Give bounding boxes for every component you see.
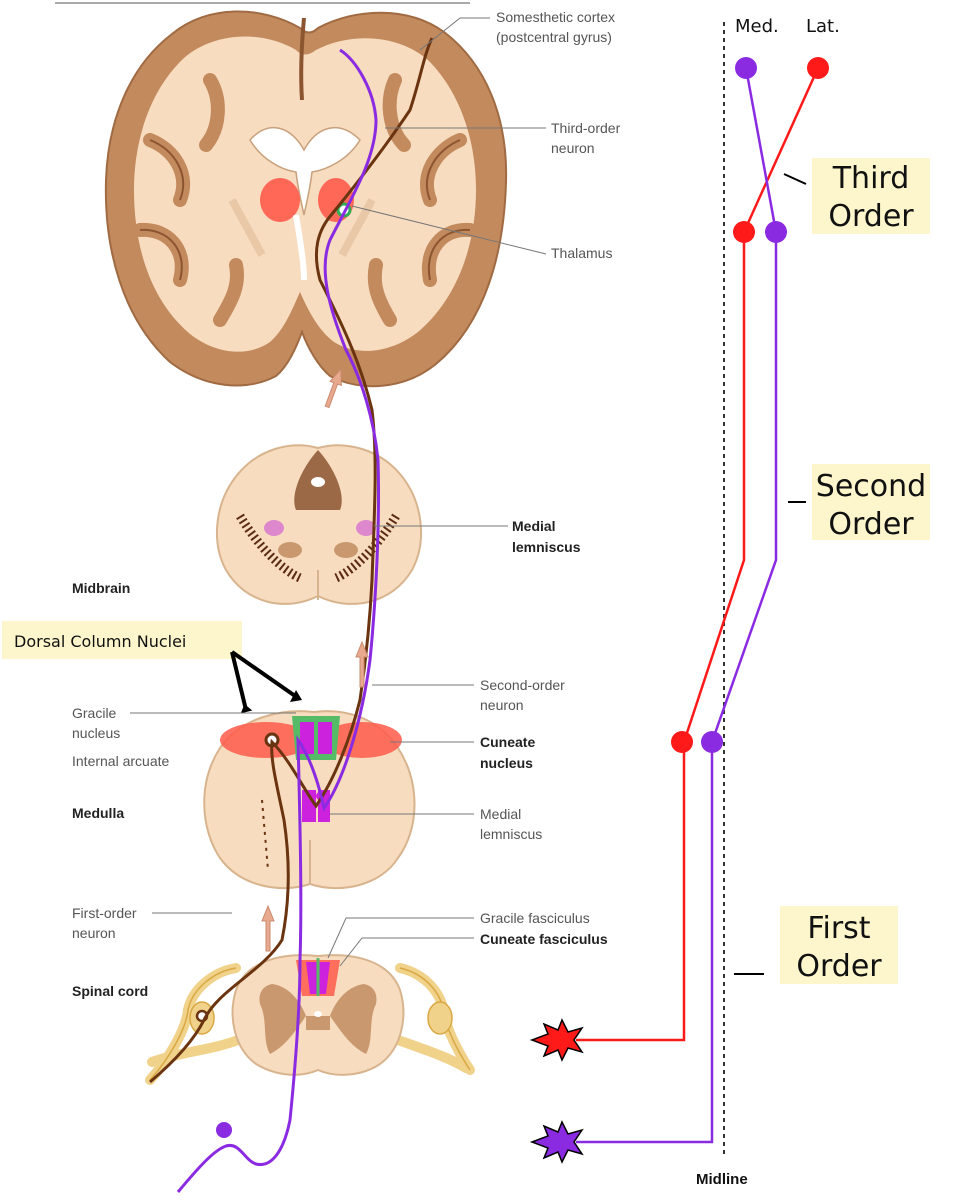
medial-receptor-burst — [529, 1120, 584, 1164]
central-canal — [314, 1011, 322, 1017]
dcn-arrow-2 — [230, 650, 300, 700]
anatomy-labels: Somesthetic cortex (postcentral gyrus) T… — [2, 9, 621, 999]
thalamus-left — [260, 178, 300, 222]
third-ventricle — [293, 214, 307, 281]
medial-lemniscus-top-label-2: lemniscus — [512, 539, 581, 555]
cuneate-nucleus-label-2: nucleus — [480, 755, 533, 771]
arrow-cerebrum — [324, 367, 342, 409]
third-order-label-1: Third-order — [551, 120, 621, 136]
lateral-cortex-node — [807, 57, 829, 79]
midline-label: Midline — [696, 1171, 748, 1188]
spinal-gray-matter — [259, 984, 377, 1054]
red-nucleus-left — [278, 542, 302, 558]
lateral-pathway-line — [576, 67, 820, 1042]
internal-capsule — [228, 198, 376, 257]
anatomy-pathways — [149, 37, 434, 1193]
medulla-section — [203, 710, 416, 890]
cerebral-aqueduct — [311, 477, 325, 487]
medial-cortex-node — [735, 57, 757, 79]
somesthetic-label-2: (postcentral gyrus) — [496, 29, 612, 45]
first-order-callout — [780, 906, 898, 984]
medial-medulla-node — [701, 731, 723, 753]
pathway-schematic: Med. Lat. Third Order Second Order First… — [529, 16, 930, 1188]
internal-arcuate-fibers — [261, 799, 269, 871]
first-order-callout-1: First — [807, 911, 870, 946]
arrow-spinal — [261, 904, 275, 952]
first-order-label-2: neuron — [72, 925, 116, 941]
longitudinal-fissure — [299, 17, 306, 101]
medial-lemniscus-low-label-1: Medial — [480, 806, 521, 822]
medulla-nucleus-red-right — [322, 722, 402, 758]
internal-arcuate-label: Internal arcuate — [72, 753, 169, 769]
arrow-midbrain — [355, 640, 369, 688]
second-order-label-1: Second-order — [480, 677, 565, 693]
header-medial: Med. — [735, 16, 779, 37]
third-order-callout-2: Order — [828, 199, 914, 234]
thalamus-leader — [351, 205, 547, 255]
ascending-arrows — [261, 367, 369, 952]
dorsal-root-ganglion-right — [427, 1001, 453, 1035]
medial-pathway-line — [576, 67, 778, 1144]
header-lateral: Lat. — [806, 16, 840, 37]
dcn-arrowhead-2 — [290, 690, 302, 702]
cerebrum-section — [55, 2, 508, 388]
somesthetic-leader-diag — [419, 17, 461, 51]
cuneate-nucleus-label-1: Cuneate — [480, 734, 535, 750]
cuneate-fasciculus-leader — [339, 937, 474, 967]
purple-anatomy-cell-body — [216, 1122, 232, 1138]
spinal-cord-section — [145, 954, 475, 1085]
lateral-receptor-burst — [529, 1018, 584, 1062]
second-order-callout — [812, 464, 930, 540]
first-order-callout-2: Order — [796, 949, 882, 984]
dorsal-column-nuclei-label: Dorsal Column Nuclei — [14, 632, 186, 651]
first-order-label-1: First-order — [72, 905, 137, 921]
somesthetic-label-1: Somesthetic cortex — [496, 9, 615, 25]
second-order-callout-2: Order — [828, 507, 914, 542]
medial-lemniscus-top-label-1: Medial — [512, 518, 556, 534]
medial-lemniscus-low-label-2: lemniscus — [480, 826, 542, 842]
midbrain-label: Midbrain — [72, 580, 130, 596]
cerebrum-sulci — [139, 139, 471, 281]
medial-thalamus-node — [765, 221, 787, 243]
gracile-fasciculus-label: Gracile fasciculus — [480, 910, 590, 926]
purple-anatomy-path — [176, 48, 381, 1193]
dorsal-column-nuclei-box — [2, 621, 242, 659]
spinal-cord-label: Spinal cord — [72, 983, 148, 999]
gracile-nucleus-label-1: Gracile — [72, 705, 117, 721]
gracile-fasciculus-leader — [327, 917, 474, 959]
cuneate-fasciculus-label: Cuneate fasciculus — [480, 931, 608, 947]
lateral-thalamus-node — [733, 221, 755, 243]
thalamus-label: Thalamus — [551, 245, 612, 261]
dcn-arrow-1 — [230, 651, 248, 711]
cuneate-nucleus-shape — [318, 722, 332, 754]
second-order-label-2: neuron — [480, 697, 524, 713]
third-order-callout-1: Third — [832, 161, 910, 196]
lateral-ventricles — [249, 127, 361, 216]
midbrain-section — [215, 444, 423, 605]
medial-lemniscus-left — [264, 520, 284, 536]
third-order-tick — [783, 173, 807, 185]
red-nucleus-right — [334, 542, 358, 558]
third-order-callout — [812, 158, 930, 234]
gracile-nucleus-label-2: nucleus — [72, 725, 120, 741]
lateral-medulla-node — [671, 731, 693, 753]
third-order-label-2: neuron — [551, 140, 595, 156]
substantia-nigra — [236, 513, 400, 583]
medial-lemniscus-right — [356, 520, 376, 536]
medulla-label: Medulla — [72, 805, 124, 821]
second-order-callout-1: Second — [816, 469, 926, 504]
dcn-arrowhead-1 — [240, 704, 253, 714]
